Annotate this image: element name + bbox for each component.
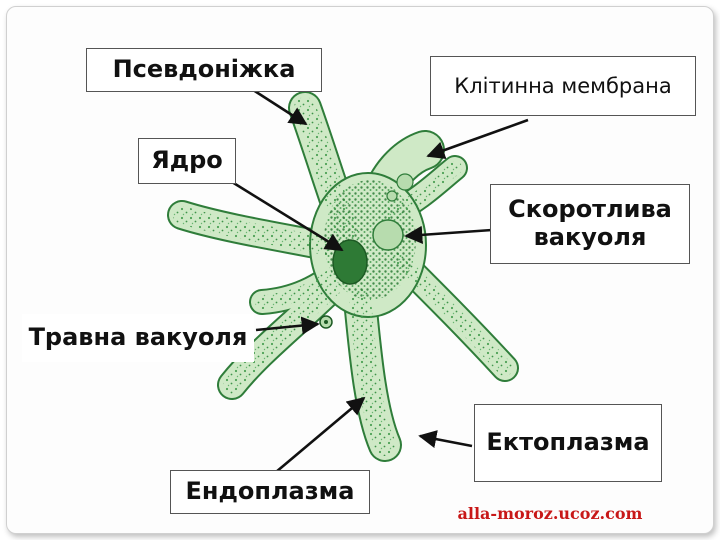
label-endoplasm: Ендоплазма	[170, 470, 370, 514]
label-ectoplasm: Ектоплазма	[474, 404, 662, 482]
label-contractile-vacuole: Скоротлива вакуоля	[490, 184, 690, 264]
arrow-contractile-vacuole	[404, 225, 493, 244]
label-digestive-vacuole: Травна вакуоля	[22, 314, 254, 362]
contractile-vacuole-shape	[372, 219, 404, 251]
arrow-ectoplasm	[418, 430, 473, 449]
arrow-nucleus	[231, 180, 344, 252]
arrow-digestive-vacuole	[255, 316, 320, 335]
arrow-membrane	[426, 118, 529, 160]
label-pseudopod: Псевдоніжка	[86, 48, 322, 92]
watermark: alla-moroz.ucoz.com	[457, 504, 643, 523]
nucleus-shape	[332, 239, 368, 285]
label-cell-membrane: Клітинна мембрана	[430, 56, 696, 116]
arrow-endoplasm	[275, 396, 366, 473]
pointer-arrows	[231, 86, 529, 473]
arrow-pseudopod	[249, 86, 308, 126]
label-nucleus: Ядро	[138, 138, 236, 184]
